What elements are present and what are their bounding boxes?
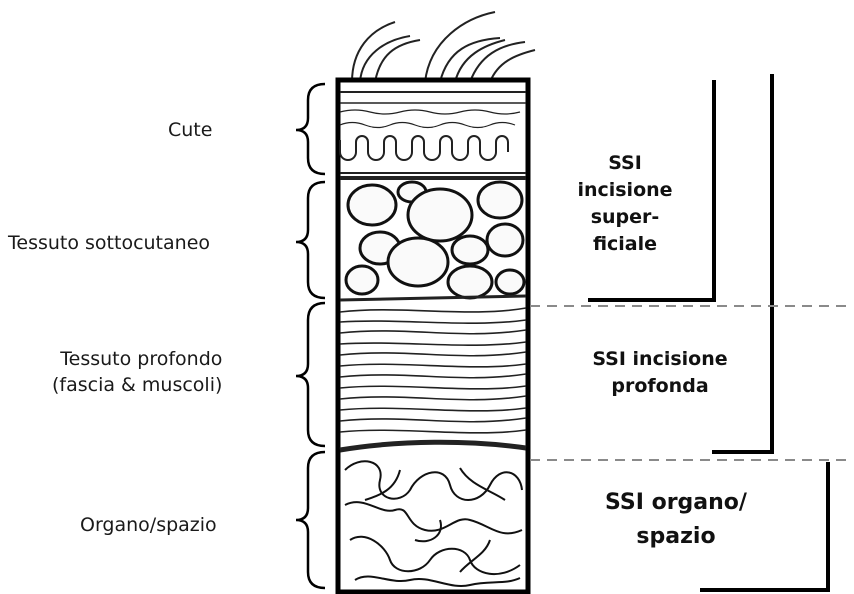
label-ssi-superficiale: SSI incisione super- ficiale <box>560 150 690 258</box>
layer-braces <box>296 84 325 588</box>
hair-strands <box>352 12 535 82</box>
label-tessuto-profondo: Tessuto profondo (fascia & muscoli) <box>52 346 222 398</box>
label-cute: Cute <box>168 117 212 143</box>
sottocutaneo-layer <box>346 182 524 298</box>
label-ssi-profonda: SSI incisione profonda <box>570 346 750 400</box>
label-organo-spazio: Organo/spazio <box>80 512 217 538</box>
label-tessuto-sottocutaneo: Tessuto sottocutaneo <box>8 230 210 256</box>
label-ssi-organo-spazio: SSI organo/ spazio <box>586 486 766 554</box>
tissue-column <box>338 80 528 592</box>
